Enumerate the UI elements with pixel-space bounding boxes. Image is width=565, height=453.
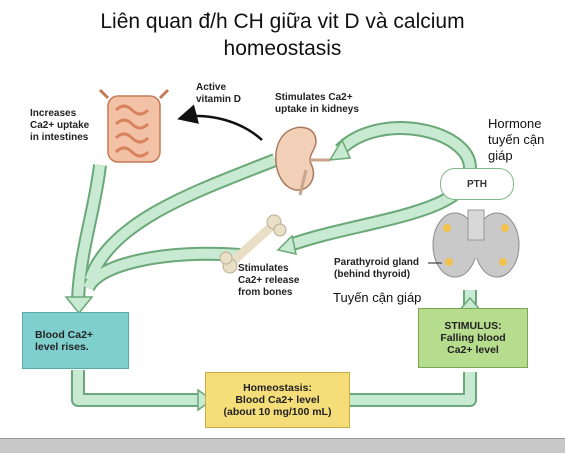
arrowhead-bone bbox=[276, 234, 297, 255]
intestine-icon bbox=[98, 88, 170, 163]
arrow-active-vitamin-d bbox=[177, 104, 263, 141]
label-parathyroid: Parathyroid gland(behind thyroid) bbox=[334, 257, 420, 280]
bottom-bar bbox=[0, 438, 565, 453]
slide-title-line2: homeostasis bbox=[223, 37, 342, 60]
arrowhead-blood bbox=[64, 296, 94, 315]
arrowhead-kidney bbox=[328, 138, 352, 161]
kidney-icon bbox=[275, 126, 330, 196]
pth-label: PTH bbox=[440, 168, 514, 200]
slide-title-line1: Liên quan đ/h CH giữa vit D và calcium bbox=[100, 10, 465, 33]
label-kidneys: Stimulates Ca2+uptake in kidneys bbox=[275, 92, 359, 115]
thyroid-icon bbox=[432, 209, 520, 278]
box-blood-rises: Blood Ca2+level rises. bbox=[22, 312, 129, 369]
note-tuyen-can-giap: Tuyến cận giáp bbox=[333, 290, 422, 305]
box-homeostasis: Homeostasis:Blood Ca2+ level(about 10 mg… bbox=[205, 372, 350, 428]
bone-icon bbox=[219, 214, 287, 274]
